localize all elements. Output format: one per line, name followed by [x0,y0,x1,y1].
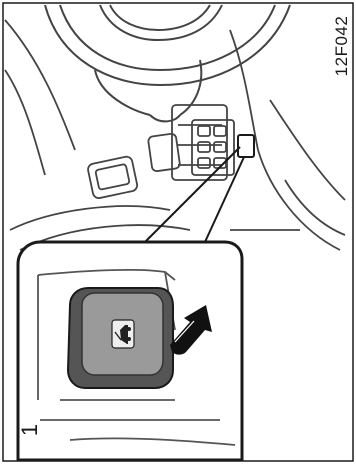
zoom-leader-lines [145,147,244,242]
callout-number: 1 [17,424,43,436]
steering-wheel [45,5,290,121]
car-hood-release-icon [112,320,134,348]
control-panel-buttons [192,120,254,175]
figure-code: 12F042 [332,16,352,77]
hood-release-switch [68,288,173,388]
